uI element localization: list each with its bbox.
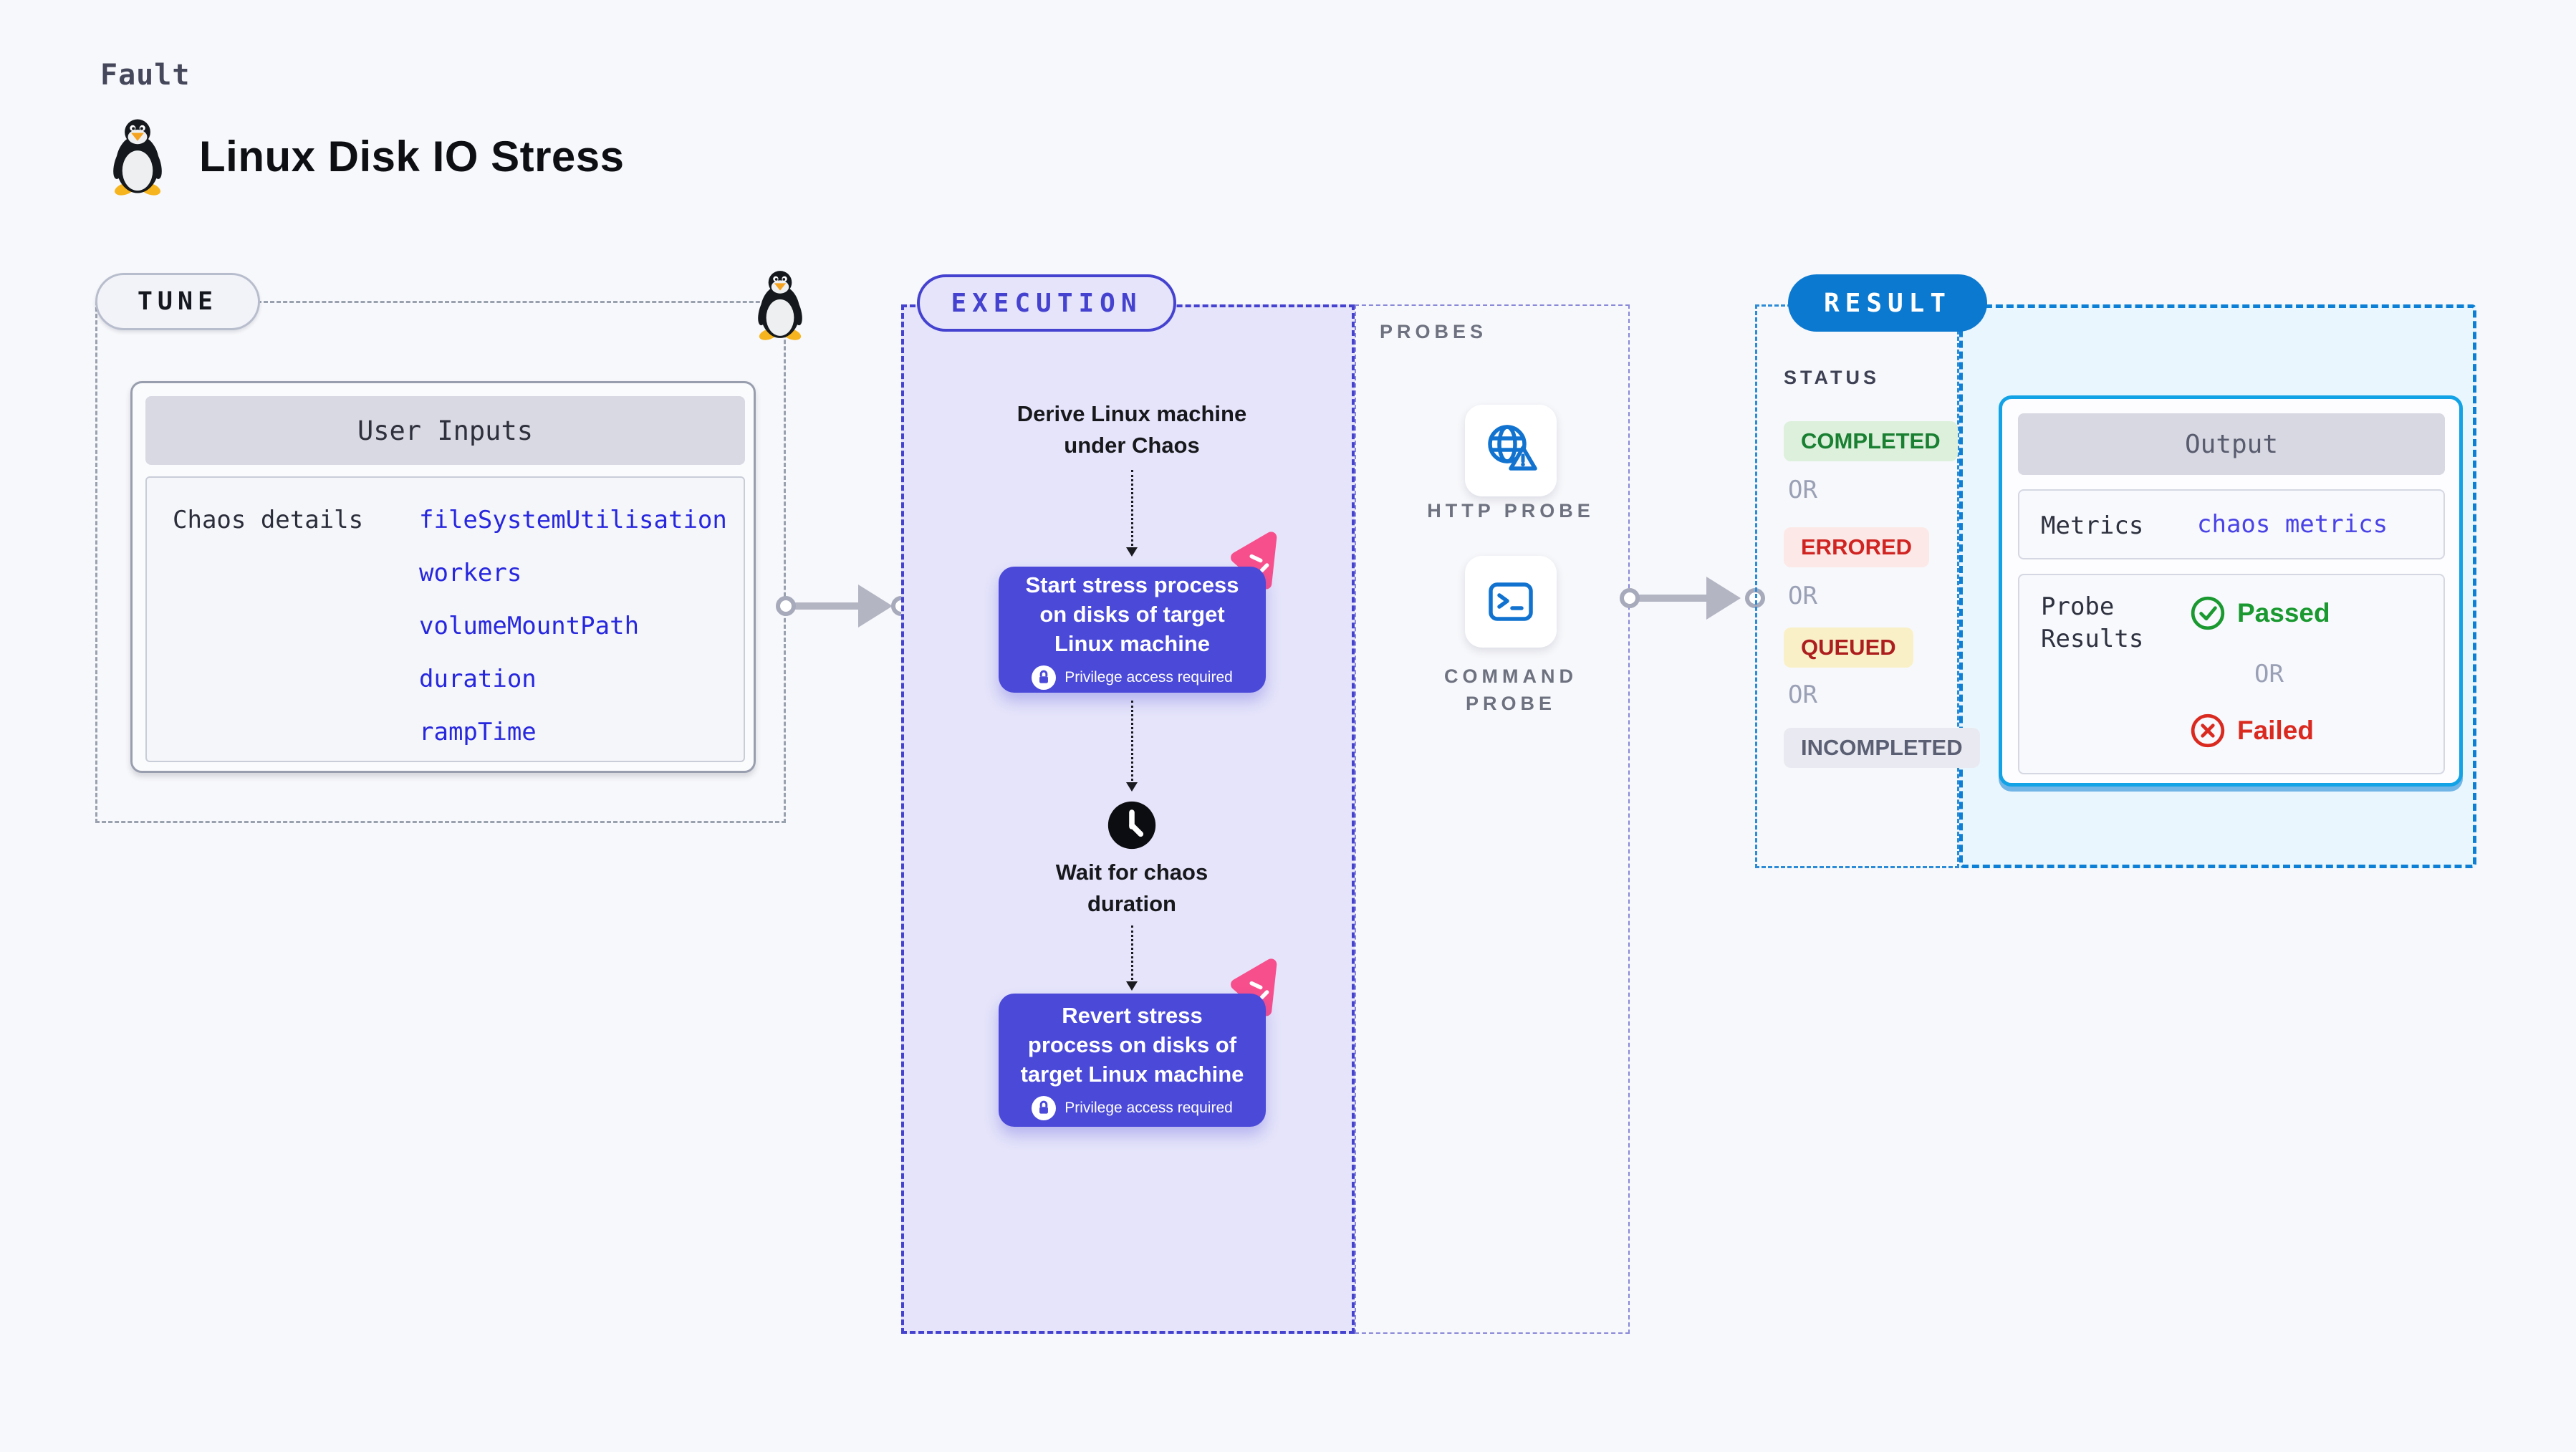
- connector-wait-revert-arrowhead: [1126, 981, 1138, 991]
- input-value: rampTime: [419, 718, 537, 746]
- globe-alert-icon: [1488, 425, 1537, 471]
- terminal-icon: [1489, 582, 1533, 621]
- command-probe-card: [1465, 556, 1557, 648]
- lock-icon: [1032, 1095, 1057, 1120]
- user-inputs-card: User Inputs Chaos details fileSystemUtil…: [130, 381, 756, 773]
- clock-icon: [1107, 801, 1156, 850]
- metrics-label: Metrics: [2041, 511, 2144, 540]
- derive-step-text: Derive Linux machine under Chaos: [1017, 401, 1247, 458]
- connector-start-wait-arrowhead: [1126, 782, 1138, 792]
- output-header: Output: [2018, 413, 2445, 475]
- status-badge-completed: COMPLETED: [1784, 421, 1958, 461]
- status-badge-errored: ERRORED: [1784, 527, 1930, 567]
- execution-pill-label: EXECUTION: [951, 288, 1143, 318]
- tune-pill: TUNE: [95, 273, 260, 330]
- probes-connector-dot: [1620, 588, 1640, 608]
- output-card: Output Metrics chaos metrics Probe Resul…: [1999, 395, 2463, 787]
- probes-to-result-arrowhead: [1706, 577, 1741, 620]
- privilege-badge: Privilege access required: [1032, 665, 1233, 690]
- probes-section-box: [1355, 304, 1630, 1334]
- execution-pill: EXECUTION: [917, 274, 1176, 332]
- start-stress-node: Start stress process on disks of target …: [999, 567, 1266, 693]
- fault-kicker: Fault: [100, 59, 191, 92]
- metrics-row: Metrics chaos metrics: [2018, 489, 2445, 559]
- tune-pill-label: TUNE: [137, 287, 218, 316]
- chaos-details-values: fileSystemUtilisation workers volumeMoun…: [419, 506, 727, 771]
- lock-icon: [1032, 665, 1057, 690]
- or-separator: OR: [1788, 476, 1817, 504]
- result-status-box: [1755, 304, 1959, 868]
- tune-to-execution-arrow: [792, 602, 861, 610]
- metrics-value: chaos metrics: [2197, 510, 2388, 539]
- probes-label: PROBES: [1380, 321, 1488, 342]
- output-title: Output: [2184, 429, 2279, 459]
- user-inputs-header: User Inputs: [145, 396, 745, 465]
- privilege-badge-label: Privilege access required: [1064, 668, 1233, 686]
- tune-tux-icon: [758, 271, 802, 340]
- connector-derive-start: [1131, 470, 1133, 546]
- http-probe-card: [1465, 405, 1557, 496]
- input-value: volumeMountPath: [419, 612, 640, 640]
- http-probe-label: HTTP PROBE: [1427, 500, 1595, 521]
- input-value: duration: [419, 665, 537, 693]
- check-circle-icon: [2191, 596, 2225, 630]
- status-badge-incompleted: INCOMPLETED: [1784, 728, 1980, 768]
- privilege-badge-label: Privilege access required: [1064, 1099, 1233, 1116]
- failed-label: Failed: [2237, 716, 2314, 745]
- input-value: fileSystemUtilisation: [419, 506, 727, 534]
- tune-to-execution-arrowhead: [858, 585, 893, 628]
- result-pill: RESULT: [1788, 274, 1987, 332]
- linux-tux-icon: [113, 119, 162, 196]
- connector-wait-revert: [1131, 925, 1133, 980]
- tune-connector-dot: [776, 596, 796, 616]
- user-inputs-table: Chaos details fileSystemUtilisation work…: [145, 476, 745, 762]
- passed-label: Passed: [2237, 598, 2330, 628]
- revert-stress-node: Revert stress process on disks of target…: [999, 994, 1266, 1127]
- passed-row: Passed: [2190, 595, 2330, 631]
- probe-results-row: Probe Results Passed OR Failed: [2018, 574, 2445, 774]
- chaos-details-label: Chaos details: [173, 506, 364, 534]
- or-separator: OR: [1788, 681, 1817, 709]
- page-title: Linux Disk IO Stress: [199, 133, 625, 181]
- x-circle-icon: [2191, 713, 2225, 748]
- tune-section-box: [95, 301, 786, 823]
- probes-to-result-arrow: [1636, 595, 1709, 602]
- privilege-badge: Privilege access required: [1032, 1095, 1233, 1120]
- or-separator: OR: [2254, 660, 2284, 688]
- status-badge-queued: QUEUED: [1784, 628, 1913, 668]
- connector-derive-start-arrowhead: [1126, 547, 1138, 557]
- command-probe-label: COMMAND PROBE: [1444, 665, 1577, 714]
- connector-start-wait: [1131, 701, 1133, 781]
- result-pill-label: RESULT: [1823, 288, 1952, 318]
- failed-row: Failed: [2190, 713, 2314, 749]
- or-separator: OR: [1788, 582, 1817, 610]
- input-value: workers: [419, 559, 522, 587]
- status-label: STATUS: [1784, 367, 1880, 388]
- wait-step-text: Wait for chaos duration: [1055, 860, 1208, 916]
- probe-results-label: Probe Results: [2041, 592, 2144, 653]
- user-inputs-title: User Inputs: [357, 415, 534, 446]
